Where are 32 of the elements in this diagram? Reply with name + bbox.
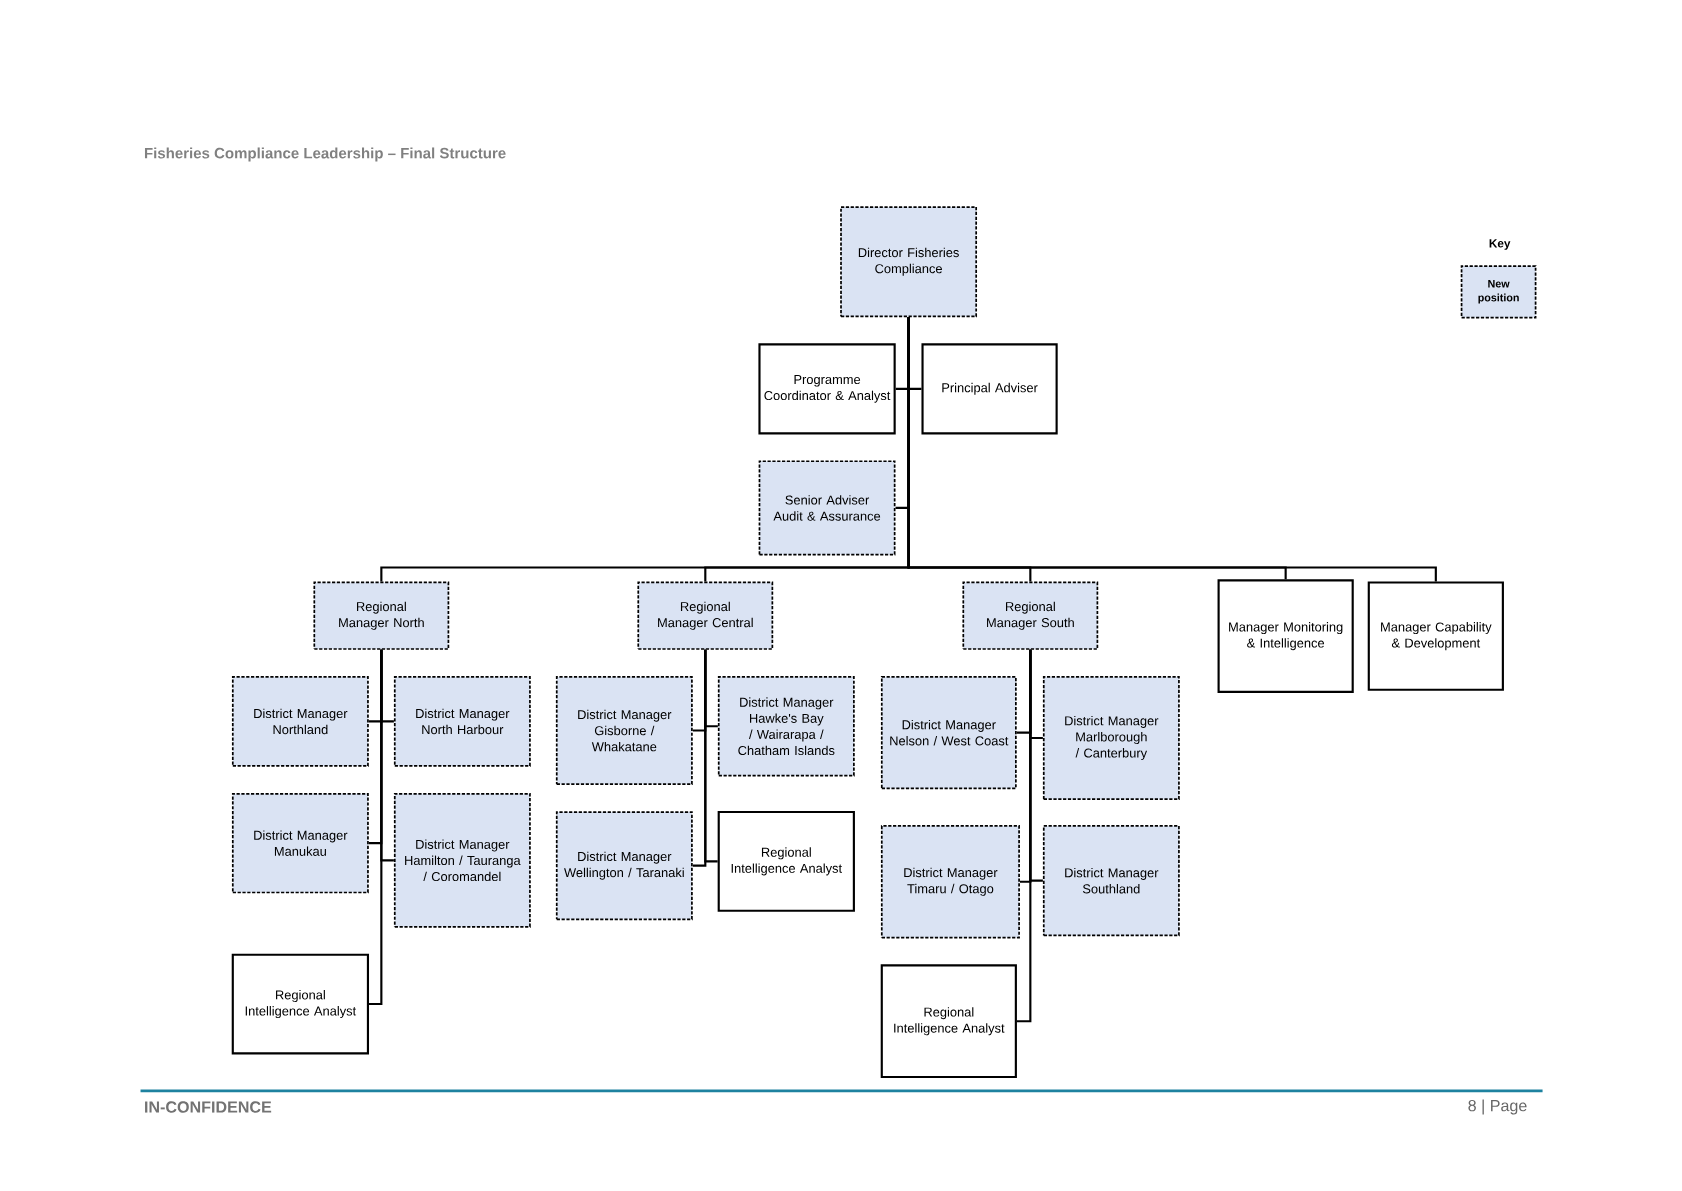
position-box: District Manager Wellington / Taranaki bbox=[555, 811, 693, 921]
position-box: Director Fisheries Compliance bbox=[840, 206, 978, 318]
position-box: District Manager Timaru / Otago bbox=[880, 825, 1020, 939]
position-box: Regional Manager Central bbox=[637, 581, 774, 650]
position-box: District Manager Marlborough / Canterbury bbox=[1042, 676, 1180, 801]
position-box: District Manager Nelson / West Coast bbox=[880, 676, 1017, 790]
position-box: Regional Manager South bbox=[962, 581, 1099, 650]
connector-line bbox=[369, 650, 383, 1006]
position-box: District Manager Hamilton / Tauranga / Coromandel bbox=[393, 793, 531, 928]
connector-line bbox=[907, 317, 1437, 582]
position-box: Principal Adviser bbox=[921, 343, 1058, 435]
position-box: District Manager Northland bbox=[231, 676, 369, 767]
page-number: 8 | Page bbox=[1468, 1099, 1527, 1115]
connector-line bbox=[704, 650, 718, 863]
legend-entry: New position bbox=[1460, 265, 1537, 319]
connector-line bbox=[1016, 650, 1032, 1023]
position-box: Manager Capability & Development bbox=[1367, 581, 1504, 691]
position-box: District Manager Gisborne / Whakatane bbox=[555, 676, 693, 786]
position-box: District Manager Hawke's Bay / Wairarapa / Chatham Islands bbox=[717, 676, 855, 777]
position-box: District Manager Southland bbox=[1042, 825, 1180, 937]
title: Fisheries Compliance Leadership – Final Structure bbox=[145, 147, 506, 162]
position-box: Programme Coordinator & Analyst bbox=[758, 343, 896, 435]
key-heading: Key bbox=[1489, 239, 1511, 250]
position-box: District Manager North Harbour bbox=[393, 676, 531, 767]
position-box: Regional Intelligence Analyst bbox=[717, 811, 855, 912]
position-box: Regional Intelligence Analyst bbox=[880, 964, 1017, 1079]
footer-text: IN-CONFIDENCE bbox=[145, 1101, 272, 1113]
position-box: Regional Intelligence Analyst bbox=[231, 953, 370, 1055]
position-box: District Manager Manukau bbox=[231, 793, 369, 894]
position-box: Manager Monitoring & Intelligence bbox=[1217, 579, 1354, 694]
position-box: Regional Manager North bbox=[313, 581, 450, 650]
position-box: Senior Adviser Audit & Assurance bbox=[758, 460, 896, 556]
